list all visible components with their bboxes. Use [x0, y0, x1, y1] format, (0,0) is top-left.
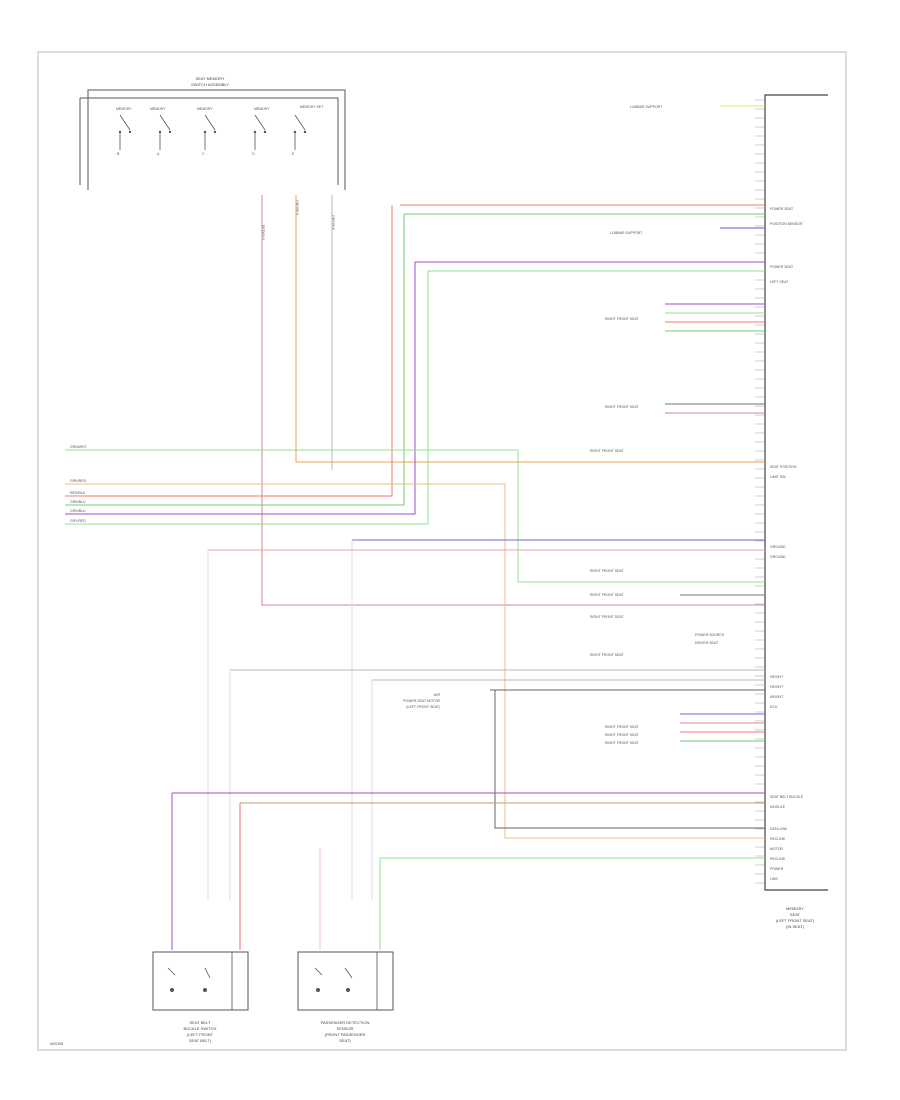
svg-text:LUMBAR SUPPORT: LUMBAR SUPPORT: [610, 231, 643, 235]
svg-text:MODULE: MODULE: [770, 805, 786, 809]
switch-pos-1: MEMORY: [116, 107, 132, 111]
svg-text:ECU: ECU: [770, 705, 778, 709]
svg-text:(LEFT FRONT: (LEFT FRONT: [187, 1032, 213, 1037]
module-connector: [755, 94, 828, 891]
svg-text:(LEFT FRONT SEAT): (LEFT FRONT SEAT): [406, 705, 440, 709]
svg-text:SEAT): SEAT): [339, 1038, 351, 1043]
svg-text:MOTOR: MOTOR: [770, 847, 783, 851]
svg-text:B/R: B/R: [434, 693, 440, 697]
svg-text:SEAT BELT): SEAT BELT): [189, 1038, 212, 1043]
center-note: B/R POWER SEAT MOTOR (LEFT FRONT SEAT): [403, 693, 440, 709]
footer-code: W00498: [50, 1042, 63, 1046]
svg-text:(FRONT PASSENGER: (FRONT PASSENGER: [325, 1032, 366, 1037]
svg-text:GRY/RED: GRY/RED: [70, 519, 86, 523]
svg-text:POWER SOURCE: POWER SOURCE: [695, 633, 725, 637]
switch-pos-5: MEMORY SET: [300, 105, 324, 109]
svg-text:POWER SEAT: POWER SEAT: [770, 207, 794, 211]
diagram-frame: [37, 51, 847, 1051]
svg-text:SENSOR: SENSOR: [337, 1026, 354, 1031]
svg-text:C: C: [202, 152, 205, 156]
svg-text:LINE: LINE: [770, 877, 778, 881]
svg-text:GROUND: GROUND: [770, 555, 786, 559]
switch-title-1: SEAT MEMORY: [195, 76, 224, 81]
left-wire-labels: GRN/WHT GRN/RED RED/BLU GRN/BLU GRN/BLU …: [70, 445, 88, 523]
svg-text:GRN/RED: GRN/RED: [70, 479, 87, 483]
svg-text:RIGHT FRONT SEAT: RIGHT FRONT SEAT: [590, 615, 625, 619]
switch-pos-3: MEMORY: [197, 107, 213, 111]
svg-text:HEIGHT: HEIGHT: [770, 675, 784, 679]
wires: [65, 105, 765, 950]
svg-text:RIGHT FRONT SEAT: RIGHT FRONT SEAT: [605, 725, 640, 729]
switch-title-2: SWITCH ASSEMBLY: [191, 82, 229, 87]
svg-text:D: D: [252, 152, 255, 156]
svg-text:RIGHT FRONT SEAT: RIGHT FRONT SEAT: [605, 317, 640, 321]
svg-text:E: E: [292, 152, 295, 156]
svg-text:SEAT BELT BUCKLE: SEAT BELT BUCKLE: [770, 795, 804, 799]
svg-text:GRN/BLU: GRN/BLU: [70, 500, 86, 504]
svg-text:PASSENGER DETECTION: PASSENGER DETECTION: [321, 1020, 370, 1025]
module-name-2: SEAT: [790, 912, 801, 917]
svg-text:RIGHT FRONT SEAT: RIGHT FRONT SEAT: [590, 449, 625, 453]
svg-text:RIGHT FRONT SEAT: RIGHT FRONT SEAT: [590, 593, 625, 597]
top-switch-wire-labels: RED/BLU ORG/BLK GRY/BLK: [261, 200, 335, 241]
svg-text:LEFT SEAT: LEFT SEAT: [770, 280, 789, 284]
module-name-1: MEMORY: [786, 906, 804, 911]
svg-text:GROUND: GROUND: [770, 545, 786, 549]
svg-text:DATA LINK: DATA LINK: [770, 827, 788, 831]
svg-text:RED/BLU: RED/BLU: [70, 491, 86, 495]
passenger-detection-sensor: PASSENGER DETECTION SENSOR (FRONT PASSEN…: [297, 951, 394, 1043]
wire-red-blu-top: [261, 195, 765, 606]
svg-text:LIMIT SW: LIMIT SW: [770, 475, 786, 479]
svg-text:HEIGHT: HEIGHT: [770, 695, 784, 699]
svg-text:POWER: POWER: [770, 867, 784, 871]
svg-text:POWER SEAT: POWER SEAT: [770, 265, 794, 269]
top-switch-assembly: SEAT MEMORY SWITCH ASSEMBLY MEMORY MEMOR…: [79, 76, 346, 190]
mid-labels: LUMBAR SUPPORT LUMBAR SUPPORT RIGHT FRON…: [590, 105, 725, 745]
svg-text:GRN/BLU: GRN/BLU: [70, 509, 86, 513]
svg-text:RECLINE: RECLINE: [770, 837, 786, 841]
module-name-3: (LEFT FRONT SEAT): [776, 918, 815, 923]
svg-text:POWER SEAT MOTOR: POWER SEAT MOTOR: [403, 699, 440, 703]
svg-text:POSITION SENSOR: POSITION SENSOR: [770, 222, 803, 226]
wire-org-top: [295, 195, 765, 463]
seat-belt-buckle-switch: SEAT BELT BUCKLE SWITCH (LEFT FRONT SEAT…: [152, 951, 249, 1043]
module-name-4: (IN SEAT): [786, 924, 805, 929]
svg-text:B: B: [117, 152, 120, 156]
top-wire-label-1: RED/BLU: [261, 225, 265, 241]
svg-text:HEIGHT: HEIGHT: [770, 685, 784, 689]
svg-text:DRIVER SEAT: DRIVER SEAT: [695, 641, 719, 645]
switch-pos-2: MEMORY: [150, 107, 166, 111]
svg-text:SEAT POSITION: SEAT POSITION: [770, 465, 797, 469]
svg-text:BUCKLE SWITCH: BUCKLE SWITCH: [184, 1026, 217, 1031]
top-wire-label-2: ORG/BLK: [295, 200, 299, 216]
svg-text:GRN/WHT: GRN/WHT: [70, 445, 88, 449]
svg-text:RIGHT FRONT SEAT: RIGHT FRONT SEAT: [605, 733, 640, 737]
svg-text:LUMBAR SUPPORT: LUMBAR SUPPORT: [630, 105, 663, 109]
svg-text:A: A: [157, 152, 160, 156]
svg-text:SEAT BELT: SEAT BELT: [190, 1020, 211, 1025]
top-wire-label-3: GRY/BLK: [331, 215, 335, 231]
connector-labels: POWER SEAT POSITION SENSOR POWER SEAT LE…: [770, 207, 804, 881]
svg-text:RIGHT FRONT SEAT: RIGHT FRONT SEAT: [590, 653, 625, 657]
switch-pos-4: MEMORY: [254, 107, 270, 111]
svg-text:RIGHT FRONT SEAT: RIGHT FRONT SEAT: [590, 569, 625, 573]
svg-text:RECLINE: RECLINE: [770, 857, 786, 861]
svg-text:RIGHT FRONT SEAT: RIGHT FRONT SEAT: [605, 741, 640, 745]
svg-text:RIGHT FRONT SEAT: RIGHT FRONT SEAT: [605, 405, 640, 409]
